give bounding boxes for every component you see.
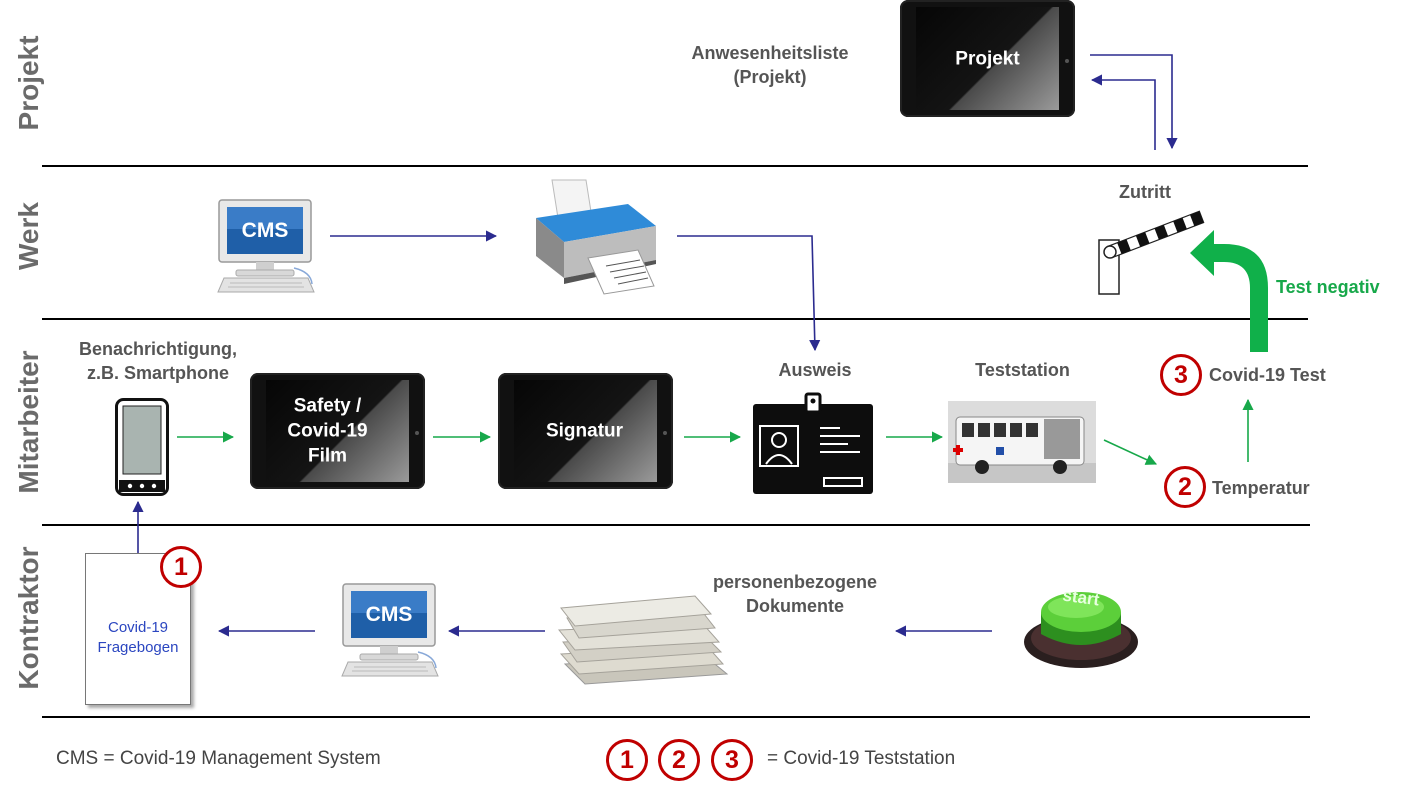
lane-divider-4 — [42, 716, 1310, 718]
ausweis-label: Ausweis — [778, 360, 852, 380]
id-card-icon — [750, 392, 876, 496]
legend-badge-3: 3 — [711, 739, 753, 781]
arrow-teststation-to-temperatur — [1103, 439, 1158, 465]
arrow-projekt-to-zutritt — [1090, 54, 1178, 150]
projekt-tablet-title: Projekt — [955, 48, 1020, 69]
safety-film-line3: Film — [307, 445, 348, 467]
signatur-tablet: Signatur — [498, 373, 673, 489]
badge-covid-test-3: 3 — [1160, 354, 1202, 396]
arrow-zutritt-to-projekt — [1090, 74, 1156, 150]
attendance-list-label: Anwesenheitsliste (Projekt) — [670, 41, 870, 89]
computer-icon — [217, 199, 315, 293]
signatur-tablet-title: Signatur — [545, 420, 624, 442]
cms-computer-kontraktor: CMS — [340, 582, 440, 680]
computer-icon — [341, 583, 439, 677]
document-stack-icon — [555, 590, 730, 688]
fragebogen-line1: Covid-19 — [107, 619, 169, 636]
badge-temperatur-2: 2 — [1164, 466, 1206, 508]
barrier-gate-icon — [1096, 206, 1208, 296]
zutritt-label: Zutritt — [1119, 182, 1171, 202]
legend-badge-2: 2 — [658, 739, 700, 781]
cms-computer-werk: CMS — [216, 198, 316, 296]
notification-label-line1: Benachrichtigung, — [78, 339, 237, 359]
documents-label-line2: Dokumente — [745, 596, 844, 616]
start-button-icon: start — [1022, 580, 1140, 670]
notification-label-line2: z.B. Smartphone — [86, 363, 229, 383]
safety-film-tablet: Safety / Covid-19 Film — [250, 373, 425, 489]
cms-label-kontraktor: CMS — [365, 603, 413, 626]
legend-cms-definition: CMS = Covid-19 Management System — [56, 748, 381, 769]
notification-label: Benachrichtigung, z.B. Smartphone — [58, 337, 258, 385]
lane-divider-1 — [42, 165, 1308, 167]
attendance-list-label-line1: Anwesenheitsliste — [691, 43, 849, 63]
legend-badge-1: 1 — [606, 739, 648, 781]
fragebogen-line2: Fragebogen — [97, 639, 179, 656]
safety-film-line2: Covid-19 — [287, 420, 368, 442]
arrow-printer-to-ausweis — [677, 235, 821, 352]
legend-teststation-definition: = Covid-19 Teststation — [767, 748, 956, 769]
teststation-label: Teststation — [975, 360, 1070, 380]
documents-label-line1: personenbezogene — [712, 572, 878, 592]
safety-film-line1: Safety / — [293, 395, 362, 417]
projekt-tablet: Projekt — [900, 0, 1075, 117]
smartphone-icon — [115, 398, 169, 496]
lane-divider-2 — [42, 318, 1308, 320]
badge-fragebogen-1: 1 — [160, 546, 202, 588]
test-vehicle-image — [948, 401, 1096, 483]
documents-label: personenbezogene Dokumente — [690, 570, 900, 618]
attendance-list-label-line2: (Projekt) — [733, 67, 807, 87]
temperatur-label: Temperatur — [1212, 478, 1310, 498]
test-negativ-label: Test negativ — [1276, 277, 1380, 297]
covid-test-label: Covid-19 Test — [1209, 365, 1326, 385]
lane-divider-3 — [42, 524, 1310, 526]
cms-label-werk: CMS — [241, 219, 289, 242]
test-negativ-curved-arrow — [1190, 230, 1268, 352]
safety-film-tablet-title: Safety / Covid-19 Film — [230, 394, 425, 469]
printer-icon — [528, 178, 660, 296]
